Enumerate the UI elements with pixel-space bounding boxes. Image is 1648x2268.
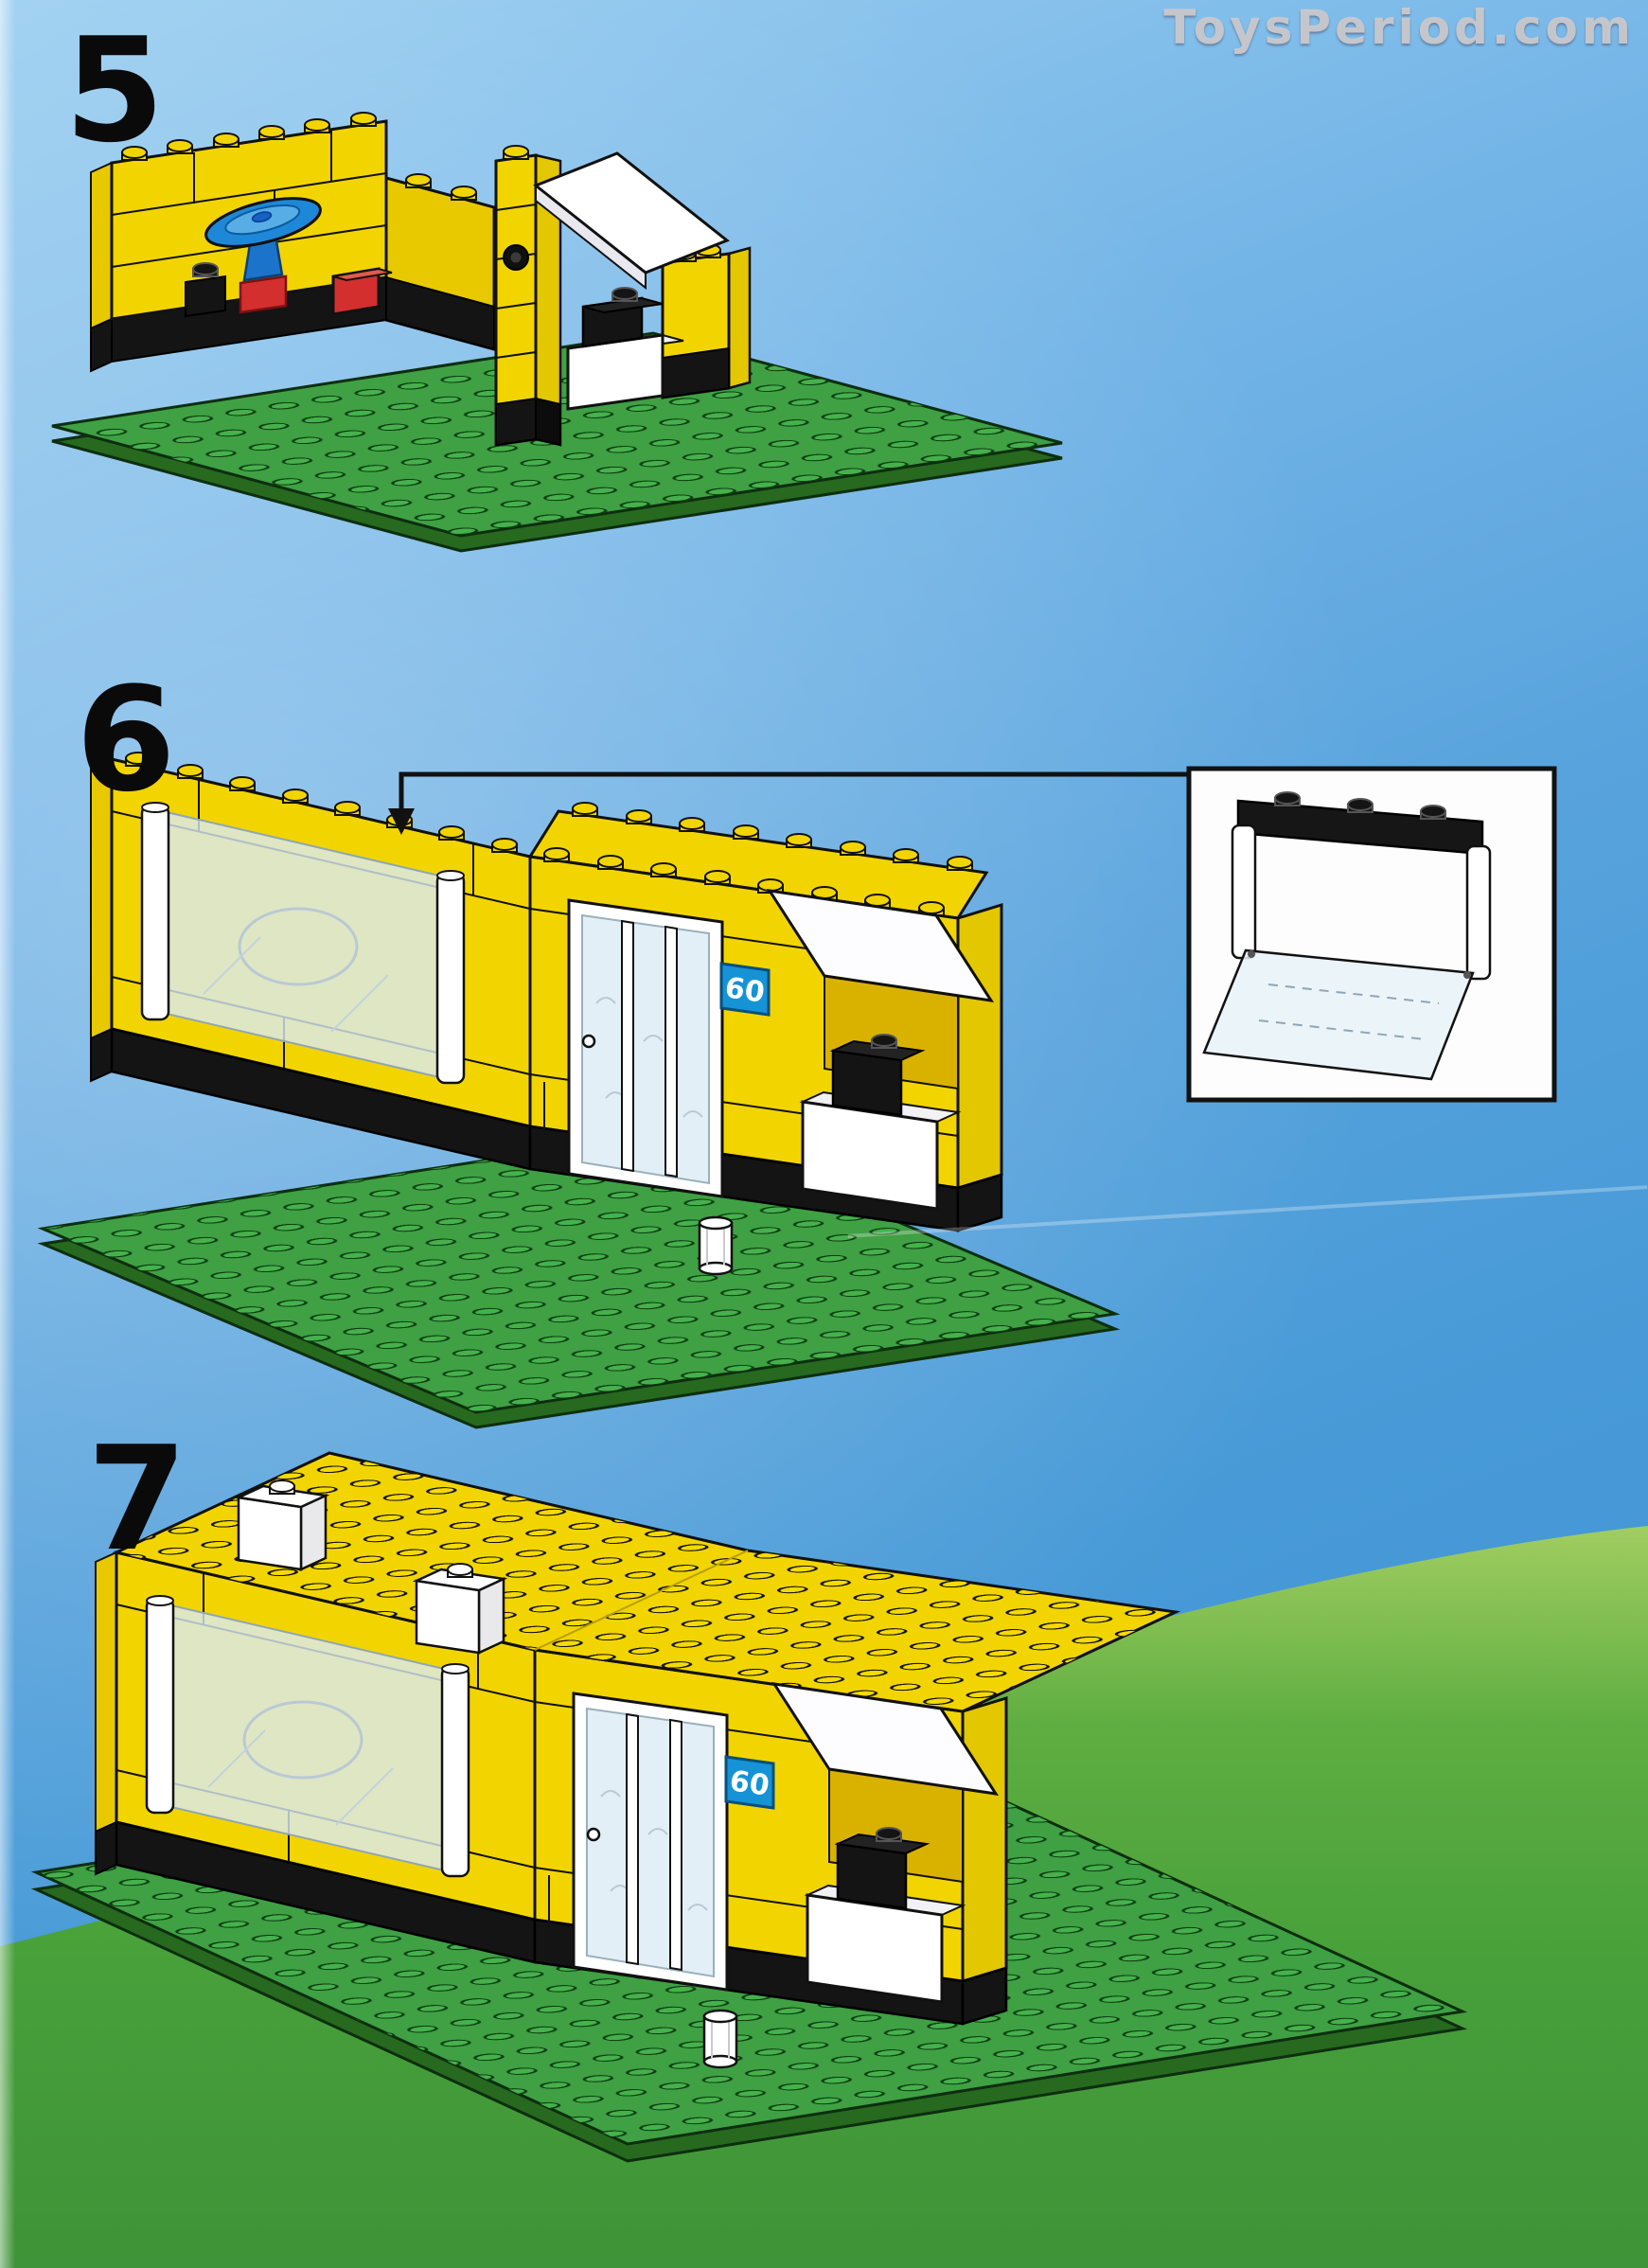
wall-left-side-face (90, 161, 113, 330)
left-edge-side-black (90, 1027, 113, 1083)
right-end-side-black (956, 1173, 1003, 1232)
hinge-dot (1463, 971, 1471, 979)
step-5-number: 5 (64, 7, 165, 174)
black-brick-front (831, 1049, 903, 1117)
hinge-dot (1248, 950, 1255, 958)
return-wall-black-base (385, 275, 495, 351)
black-brick-top (829, 1039, 926, 1062)
column-black-base-side (535, 397, 561, 447)
brick-joints (495, 204, 537, 359)
left-edge-side-black (95, 1820, 117, 1876)
left-edge-side-face (95, 1550, 117, 1834)
step-6-number: 6 (76, 656, 176, 824)
shop-building: 60 (90, 752, 1003, 1276)
black-brick-top (834, 1833, 930, 1855)
step-5-illustration (51, 112, 1063, 553)
black-stud (876, 1827, 902, 1842)
roof-plate-studs (116, 1453, 1176, 1711)
watermark: ToysPeriod.com (1163, 0, 1635, 55)
white-brick-front (806, 1893, 944, 2004)
sign-number: 60 (723, 971, 767, 1009)
right-end-side-face (961, 1695, 1008, 1984)
white-brick-front (566, 333, 665, 411)
kiosk-column-assembly (494, 145, 752, 447)
black-stud (611, 287, 638, 302)
white-brick-front (801, 1100, 939, 1211)
window-post-right (1465, 844, 1492, 981)
door-mullion (669, 1718, 682, 1972)
right-end-side-face (956, 902, 1003, 1191)
shop-door (567, 898, 724, 1198)
white-barrel (702, 2009, 738, 2069)
end-wall-side-face (727, 246, 752, 390)
shop-window (145, 1595, 470, 1878)
dish-plate (204, 197, 322, 248)
technic-hole-inner (510, 252, 522, 263)
chimney-brick (412, 1563, 508, 1655)
glass-reflection-circle (242, 1700, 363, 1780)
step-7-illustration: 60 (30, 1451, 1468, 2163)
column-black-base (495, 397, 537, 447)
door-mullion (621, 919, 634, 1173)
window-post-right (440, 1665, 470, 1878)
glass-reflection-circle (238, 907, 359, 986)
counter-bricks (804, 1827, 966, 2004)
shop-building-finished: 60 (95, 1451, 1181, 2069)
right-end-side-black (961, 1966, 1008, 2026)
white-roof-slope (533, 151, 730, 291)
window-post-left (140, 804, 170, 1021)
window-post-right (435, 872, 466, 1085)
door-handle (586, 1827, 601, 1842)
awning (771, 1682, 1000, 1796)
satellite-dish (204, 197, 322, 314)
shop-window (140, 802, 466, 1085)
door-handle (581, 1034, 596, 1049)
step-6-illustration: 60 (37, 752, 1557, 1429)
sign-tile-60: 60 (724, 1755, 775, 1810)
door-glass (586, 1707, 715, 1978)
counter-bricks (566, 287, 684, 411)
sign-number: 60 (728, 1764, 771, 1802)
column-stud (503, 145, 529, 160)
counter-bricks (799, 1034, 962, 1211)
door-mullion (626, 1712, 639, 1966)
sign-tile-60: 60 (719, 962, 771, 1017)
black-brick-front (836, 1842, 908, 1910)
open-glass-pane (1202, 948, 1475, 1081)
black-stud (871, 1034, 897, 1049)
red-brick-top (332, 267, 393, 282)
awning (766, 889, 995, 1002)
black-stud (192, 262, 219, 277)
dish-red-base (239, 275, 288, 314)
arrowhead (388, 808, 415, 835)
window-post-left (145, 1597, 175, 1815)
window-detail-inset (1186, 766, 1557, 1103)
door-glass (581, 913, 710, 1185)
roof-slope-face (533, 151, 730, 275)
wall-left-side-black (90, 317, 113, 373)
end-wall-black-base (662, 346, 730, 399)
window-post-left (1231, 824, 1257, 960)
door-mullion (665, 925, 678, 1178)
scan-edge-artifact (0, 0, 15, 2268)
white-barrel (698, 1215, 734, 1276)
shop-door (572, 1692, 729, 1992)
chimney-brick (234, 1480, 330, 1571)
black-brick-1x1 (185, 275, 226, 318)
step-7-number: 7 (87, 1415, 187, 1583)
callout-arrow (388, 771, 1189, 835)
